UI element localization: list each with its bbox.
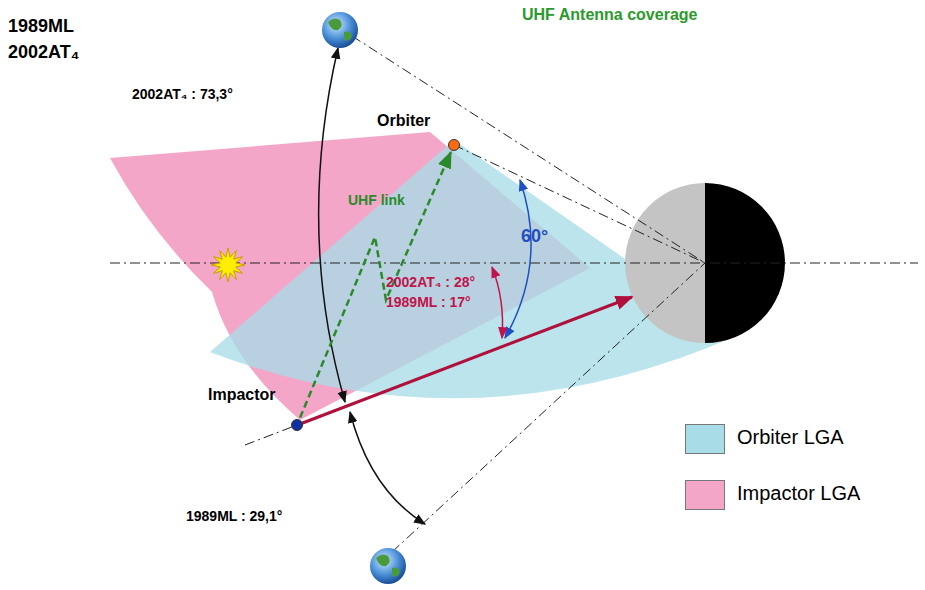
angle-value: 60° (521, 226, 548, 247)
legend-swatch (685, 424, 725, 454)
legend-text: Impactor LGA (737, 482, 860, 505)
angle-value: 2002AT₄ : 28° (386, 274, 475, 290)
angle-arc (492, 267, 503, 338)
asteroid-name: 2002AT₄ (8, 42, 79, 63)
link-label: UHF link (348, 192, 405, 208)
sun-symbol (211, 248, 245, 282)
legend-text: Orbiter LGA (737, 426, 844, 449)
earth-icon (322, 12, 358, 48)
angle-value: 2002AT₄ : 73,3° (132, 86, 233, 102)
angle-value: 1989ML : 17° (386, 294, 471, 310)
impactor-dot: Impactor (291, 419, 303, 431)
earth-icon (370, 548, 406, 584)
asteroid-name: 1989ML (8, 16, 74, 37)
angle-arc (505, 180, 531, 338)
sight-lines (110, 36, 918, 552)
earth-angle-arc (350, 412, 425, 524)
coverage-title: UHF Antenna coverage (522, 6, 697, 24)
angle-value: 1989ML : 29,1° (186, 508, 282, 524)
impactor-trajectory (300, 297, 632, 424)
earth-angle-arc (319, 48, 345, 402)
legend-swatch (685, 480, 725, 510)
node-label: Impactor (208, 386, 276, 404)
orbiter-dot: Orbiter (448, 139, 460, 151)
orbiter-lga-sector (210, 140, 736, 398)
node-label: Orbiter (377, 112, 430, 130)
